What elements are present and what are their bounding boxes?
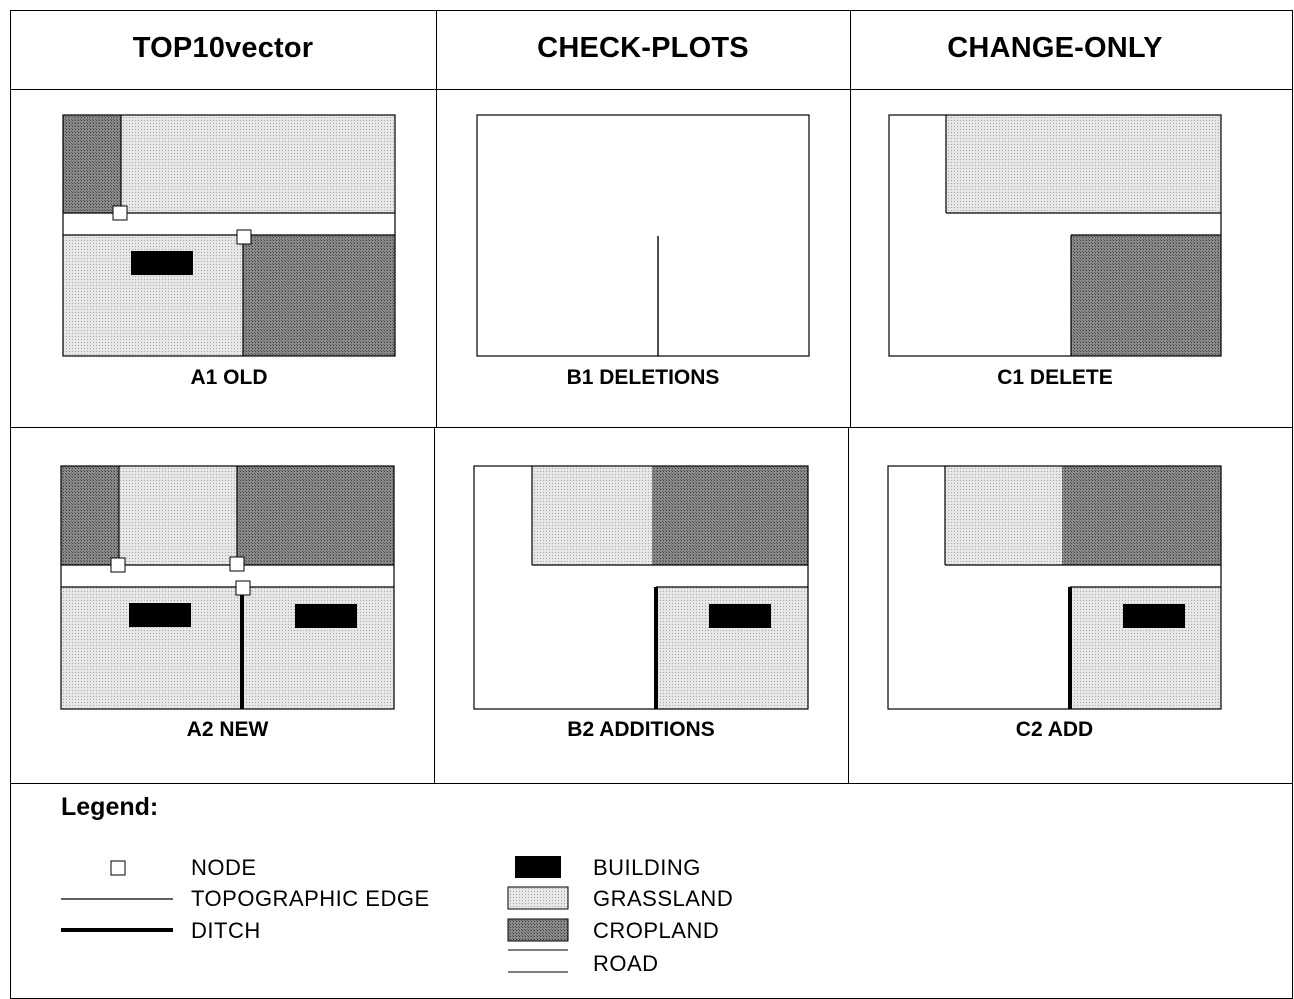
cropland-area xyxy=(61,466,119,565)
cropland-area xyxy=(237,466,394,565)
map-c1-delete xyxy=(888,114,1222,357)
legend-label-ditch: DITCH xyxy=(191,918,261,943)
building xyxy=(295,604,357,628)
map-caption: B2 ADDITIONS xyxy=(567,718,715,741)
legend-symbols xyxy=(61,856,569,973)
legend-title: Legend: xyxy=(61,793,159,821)
building xyxy=(129,603,191,627)
legend-label-road: ROAD xyxy=(593,951,659,976)
grassland-area xyxy=(532,466,652,565)
column-header: CHANGE-ONLY xyxy=(947,32,1163,64)
cropland-area xyxy=(63,115,121,213)
map-a2-new xyxy=(60,465,395,710)
node xyxy=(235,580,251,596)
cropland-symbol xyxy=(507,918,569,942)
map-a1-old xyxy=(62,114,396,357)
map-c2-add xyxy=(887,465,1222,710)
column-header: CHECK-PLOTS xyxy=(537,32,749,64)
column-header: TOP10vector xyxy=(132,32,314,64)
grassland-area xyxy=(119,466,237,565)
node xyxy=(112,205,128,221)
grassland-area xyxy=(946,115,1221,213)
grassland-area xyxy=(945,466,1062,565)
building xyxy=(131,251,193,275)
building xyxy=(1123,604,1185,628)
building xyxy=(709,604,771,628)
legend-label-building: BUILDING xyxy=(593,855,701,880)
cropland-area xyxy=(1071,235,1221,356)
node xyxy=(110,557,126,573)
node xyxy=(229,556,245,572)
map-b2-additions xyxy=(473,465,809,710)
map-caption: A2 NEW xyxy=(186,718,269,741)
legend-label-topographic-edge: TOPOGRAPHIC EDGE xyxy=(191,886,430,911)
map-caption: A1 OLD xyxy=(190,366,268,389)
cropland-area xyxy=(652,466,808,565)
legend-label-grassland: GRASSLAND xyxy=(593,886,734,911)
building-symbol xyxy=(515,856,561,878)
legend-label-cropland: CROPLAND xyxy=(593,918,720,943)
grassland-area xyxy=(121,115,395,213)
map-caption: C2 ADD xyxy=(1015,718,1094,741)
grassland-symbol xyxy=(507,886,569,910)
node-symbol xyxy=(110,860,126,876)
map-caption: B1 DELETIONS xyxy=(566,366,720,389)
map-b1-deletions xyxy=(476,114,810,357)
cropland-area xyxy=(243,235,395,356)
map-caption: C1 DELETE xyxy=(997,366,1113,389)
cropland-area xyxy=(1062,466,1221,565)
node xyxy=(236,229,252,245)
legend-label-node: NODE xyxy=(191,855,257,880)
